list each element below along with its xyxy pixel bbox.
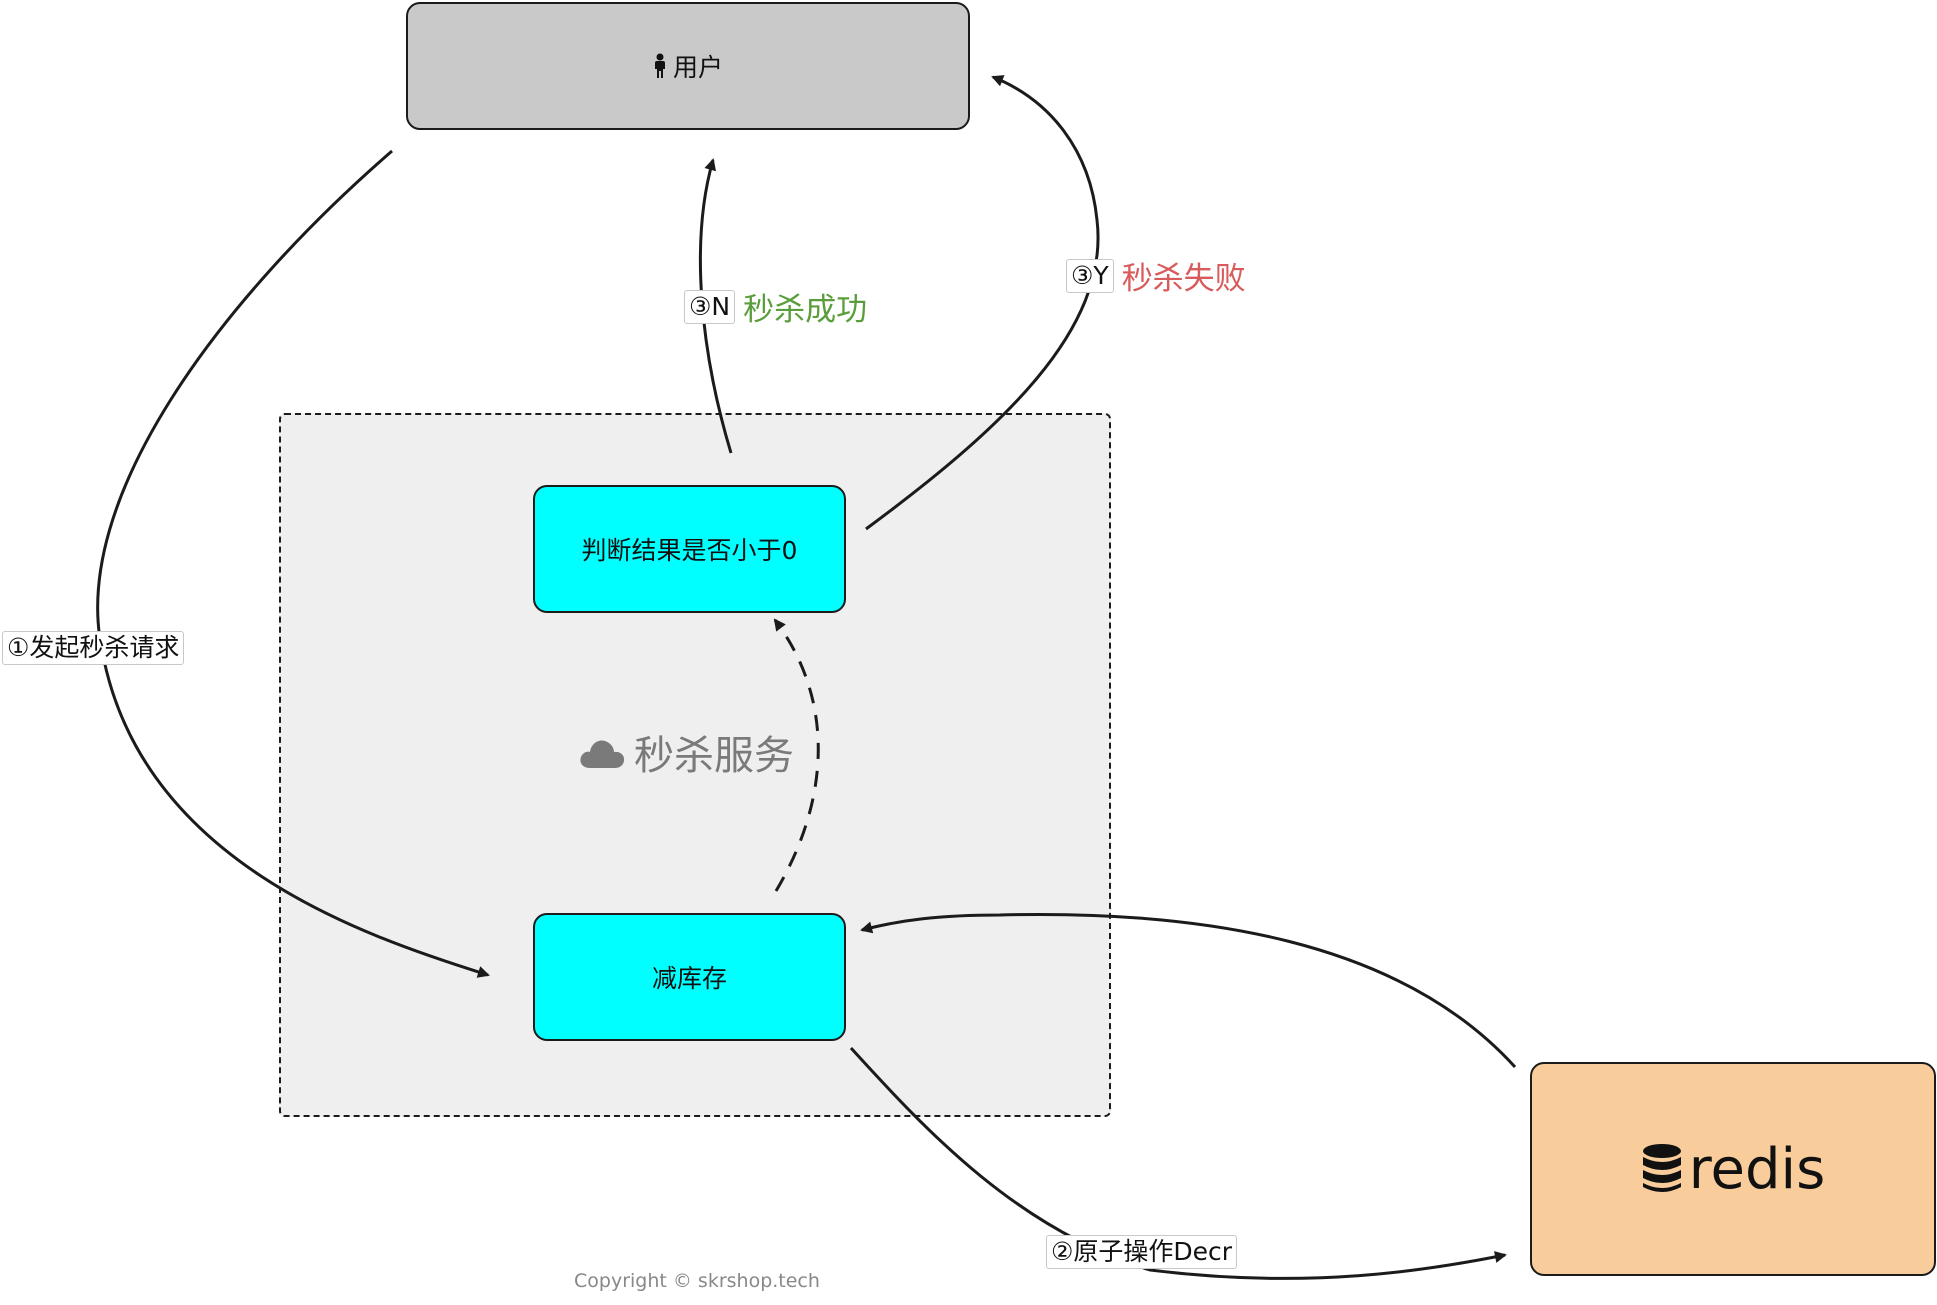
edge-fail-arrow — [865, 75, 1100, 531]
judge-result-label: 判断结果是否小于0 — [581, 536, 798, 565]
copyright-footer: Copyright © skrshop.tech — [574, 1270, 820, 1292]
edge-fail-text: 秒杀失败 — [1121, 261, 1246, 297]
seckill-service-label: 秒杀服务 — [578, 722, 794, 782]
redis-label: redis — [1688, 1136, 1826, 1202]
edge-success-label: ③N 秒杀成功 — [684, 284, 867, 329]
judge-result-node: 判断结果是否小于0 — [533, 485, 846, 613]
cloud-icon — [580, 740, 625, 768]
deduct-stock-label: 减库存 — [651, 964, 727, 993]
edge-success-text: 秒杀成功 — [743, 292, 868, 328]
user-node-label: 用户 — [672, 53, 723, 82]
edge-decr-tag: ②原子操作Decr — [1046, 1235, 1238, 1269]
edge-redis-return-arrow — [860, 913, 1517, 1069]
edge-request-arrow — [96, 149, 490, 978]
edge-success-tag: ③N — [684, 289, 736, 324]
edge-request-tag: ①发起秒杀请求 — [2, 631, 185, 665]
deduct-stock-node: 减库存 — [533, 913, 846, 1041]
edge-fail-label: ③Y 秒杀失败 — [1066, 253, 1246, 298]
edge-request-label: ①发起秒杀请求 — [2, 631, 185, 665]
person-icon — [654, 53, 665, 78]
seckill-service-text: 秒杀服务 — [634, 733, 794, 779]
edge-decr-label: ②原子操作Decr — [1046, 1235, 1238, 1269]
database-icon — [1642, 1144, 1681, 1192]
edge-fail-tag: ③Y — [1066, 258, 1114, 293]
edge-decr-arrow — [849, 1046, 1507, 1280]
user-node: 用户 — [406, 2, 970, 130]
edge-internal-dashed-arrow — [773, 618, 820, 892]
redis-node: redis — [1530, 1062, 1936, 1276]
